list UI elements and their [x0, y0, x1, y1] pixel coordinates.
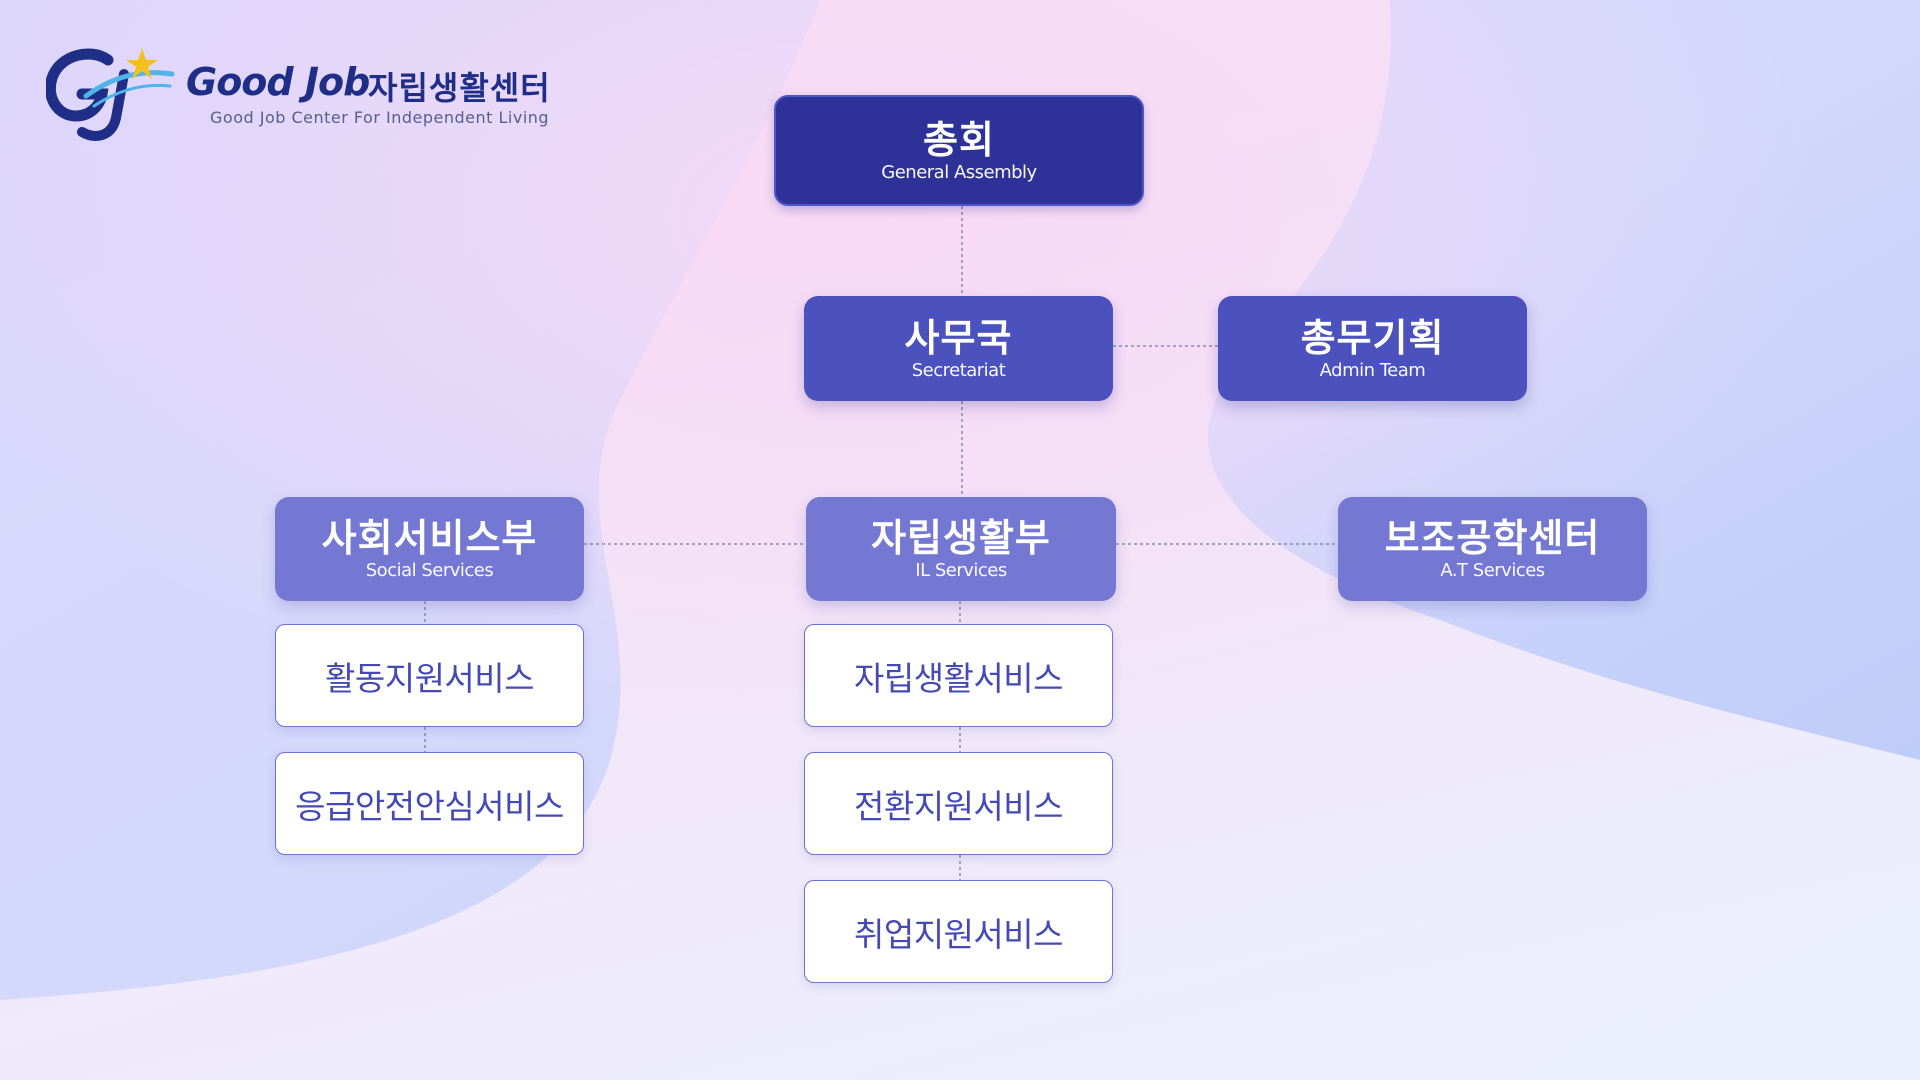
node-social-services: 사회서비스부 Social Services [275, 497, 584, 601]
node-label-ko: 사회서비스부 [321, 516, 538, 560]
service-emergency-safety: 응급안전안심서비스 [275, 752, 584, 855]
service-transition-support: 전환지원서비스 [804, 752, 1113, 855]
service-activity-support: 활동지원서비스 [275, 624, 584, 727]
node-at-services: 보조공학센터 A.T Services [1338, 497, 1647, 601]
service-employment-support: 취업지원서비스 [804, 880, 1113, 983]
node-general-assembly: 총회 General Assembly [774, 95, 1144, 206]
node-label-ko: 총무기획 [1300, 315, 1445, 360]
node-label-en: Social Services [365, 560, 494, 581]
node-label-ko: 자립생활부 [871, 516, 1051, 560]
logo-subtitle: Good Job Center For Independent Living [210, 108, 550, 127]
node-label-en: General Assembly [881, 161, 1037, 183]
node-label-ko: 사무국 [904, 315, 1013, 360]
node-label-ko: 총회 [923, 117, 995, 162]
node-label-en: Admin Team [1319, 359, 1426, 381]
logo: Good Job 자립생활센터 Good Job Center For Inde… [46, 44, 566, 144]
node-label-en: A.T Services [1440, 560, 1545, 581]
logo-mark-icon [46, 48, 175, 141]
node-admin-team: 총무기획 Admin Team [1218, 296, 1527, 401]
node-label-en: Secretariat [911, 359, 1006, 381]
node-secretariat: 사무국 Secretariat [804, 296, 1113, 401]
logo-korean: 자립생활센터 [368, 69, 551, 107]
node-label-en: IL Services [915, 560, 1007, 581]
node-label-ko: 보조공학센터 [1384, 516, 1601, 560]
node-il-services: 자립생활부 IL Services [806, 497, 1116, 601]
logo-name: Good Job [186, 60, 370, 104]
service-independent-living: 자립생활서비스 [804, 624, 1113, 727]
